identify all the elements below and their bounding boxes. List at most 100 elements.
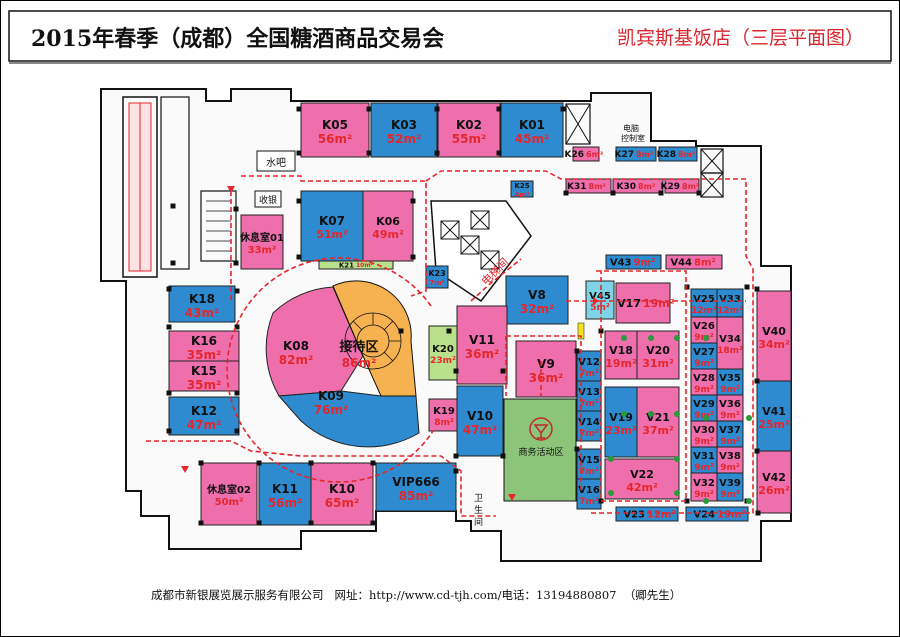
- booth-v33-shape[interactable]: [716, 288, 744, 318]
- booth-v8-shape[interactable]: [505, 275, 569, 325]
- pillar: [500, 368, 506, 374]
- booth-v36-area: 9m²: [720, 411, 740, 421]
- booth--02-shape[interactable]: [200, 462, 258, 526]
- booth-k27-id: K27: [615, 150, 635, 160]
- booth-k25-id: K25: [514, 182, 529, 190]
- booth-k26-shape[interactable]: [572, 146, 600, 162]
- footer-url[interactable]: http://www.cd-tjh.com: [368, 588, 498, 602]
- booth-v35-shape[interactable]: [716, 368, 744, 396]
- booth-v23-shape[interactable]: [615, 506, 679, 522]
- booth-k03-shape[interactable]: [370, 102, 438, 158]
- booth-v11-area: 36m²: [465, 347, 499, 361]
- booth-k05-shape[interactable]: [300, 102, 370, 158]
- booth-v40-id: V40: [762, 325, 786, 338]
- pillar: [658, 190, 664, 196]
- booth-v23-id: V23: [623, 510, 645, 521]
- booth-k25-area: 4m²: [514, 191, 529, 199]
- booth-v28-shape[interactable]: [690, 368, 718, 396]
- pillar: [170, 260, 176, 266]
- booth-v17-shape[interactable]: [615, 282, 671, 324]
- booth-v27-id: V27: [693, 347, 715, 358]
- pillar: [198, 460, 204, 466]
- pillar: [256, 460, 262, 466]
- booth-k10-shape[interactable]: [310, 462, 374, 526]
- booth-k20-shape[interactable]: [428, 325, 458, 381]
- pillar: [754, 378, 760, 384]
- booth-k07-shape[interactable]: [300, 190, 364, 262]
- booth-k28-shape[interactable]: [658, 146, 698, 162]
- booth-v40-shape[interactable]: [756, 290, 792, 382]
- booth-v33-id: V33: [719, 294, 741, 305]
- booth-k09-shape[interactable]: [277, 390, 420, 448]
- booth-k23-shape[interactable]: [425, 265, 449, 289]
- booth-v43-shape[interactable]: [605, 254, 662, 270]
- booth-k01-shape[interactable]: [500, 102, 564, 158]
- booth-v8-area: 32m²: [520, 302, 554, 316]
- booth-k18-shape[interactable]: [168, 285, 236, 323]
- pillar: [560, 106, 566, 112]
- booth-k01-id: K01: [519, 118, 545, 132]
- booth-v44-area: 8m²: [694, 258, 716, 269]
- pillar: [296, 150, 302, 156]
- booth-k02-shape[interactable]: [437, 102, 501, 158]
- booth--01-shape[interactable]: [240, 214, 284, 270]
- booth-v39-shape[interactable]: [716, 472, 744, 502]
- booth-v36-shape[interactable]: [716, 394, 744, 422]
- booth-k11-shape[interactable]: [258, 462, 312, 526]
- booth-v42-shape[interactable]: [756, 450, 792, 514]
- booth-k02-id: K02: [456, 118, 482, 132]
- booth-v32-shape[interactable]: [690, 472, 718, 502]
- booth-k29-shape[interactable]: [664, 178, 700, 194]
- booth-v41-shape[interactable]: [756, 380, 792, 452]
- booth-k23-area: 7m²: [429, 279, 444, 287]
- booth-v45-shape[interactable]: [585, 280, 615, 320]
- booth-k02-area: 55m²: [452, 132, 486, 146]
- booth-vip666-shape[interactable]: [375, 462, 457, 512]
- booth-v44-shape[interactable]: [665, 254, 723, 270]
- pillar: [296, 106, 302, 112]
- booth-k27-shape[interactable]: [615, 146, 657, 162]
- booth-v16-area: 7m²: [579, 497, 599, 507]
- booth-v37-shape[interactable]: [716, 420, 744, 448]
- pillar: [166, 324, 172, 330]
- booth-k19-id: K19: [433, 406, 455, 417]
- booth-k12-shape[interactable]: [168, 396, 240, 436]
- pillar: [598, 328, 604, 334]
- booth-v21-shape[interactable]: [636, 386, 680, 458]
- booth-v22-shape[interactable]: [604, 458, 680, 500]
- booth-v33-area: 12m²: [717, 306, 743, 316]
- booth-v34-shape[interactable]: [716, 316, 744, 370]
- booth-v37-id: V37: [719, 425, 741, 436]
- booth-k16-id: K16: [191, 334, 217, 348]
- spiral-stair-icon: [344, 312, 402, 370]
- stair-block-2: [160, 96, 237, 270]
- footer-contact: （卿先生）: [623, 588, 682, 602]
- booth-v20-shape[interactable]: [636, 330, 680, 380]
- booth-v10-shape[interactable]: [456, 385, 504, 457]
- booth-k20-area: 23m²: [430, 356, 456, 366]
- booth-v32-id: V32: [693, 478, 715, 489]
- booth-k18-area: 43m²: [185, 306, 219, 320]
- booth-v9-shape[interactable]: [515, 340, 577, 398]
- pillar: [234, 390, 240, 396]
- booth-k06-shape[interactable]: [362, 190, 414, 262]
- booth-v41-id: V41: [762, 405, 786, 418]
- booth-v30-area: 9m²: [694, 437, 714, 447]
- booth-v13-area: 7m²: [579, 399, 599, 409]
- booth-v24-area: 19m²: [717, 510, 746, 521]
- booth-vip666-id: VIP666: [392, 475, 440, 489]
- booth-k11-area: 56m²: [268, 496, 302, 510]
- booth-k25-shape[interactable]: [510, 180, 534, 198]
- booth-k21-shape[interactable]: [318, 260, 394, 270]
- booth-v11-shape[interactable]: [456, 305, 508, 385]
- booth-v31-shape[interactable]: [690, 446, 718, 474]
- pillar: [574, 446, 580, 452]
- booth-k31-shape[interactable]: [565, 178, 612, 194]
- footer-phone: 13194880807: [536, 588, 617, 602]
- pillar: [434, 150, 440, 156]
- booth-v18-shape[interactable]: [604, 330, 638, 380]
- title-frame: [8, 10, 892, 62]
- booth-k16-shape[interactable]: [168, 330, 240, 362]
- booth-v24-shape[interactable]: [685, 506, 749, 522]
- page-subtitle: 凯宾斯基饭店（三层平面图）: [617, 27, 865, 49]
